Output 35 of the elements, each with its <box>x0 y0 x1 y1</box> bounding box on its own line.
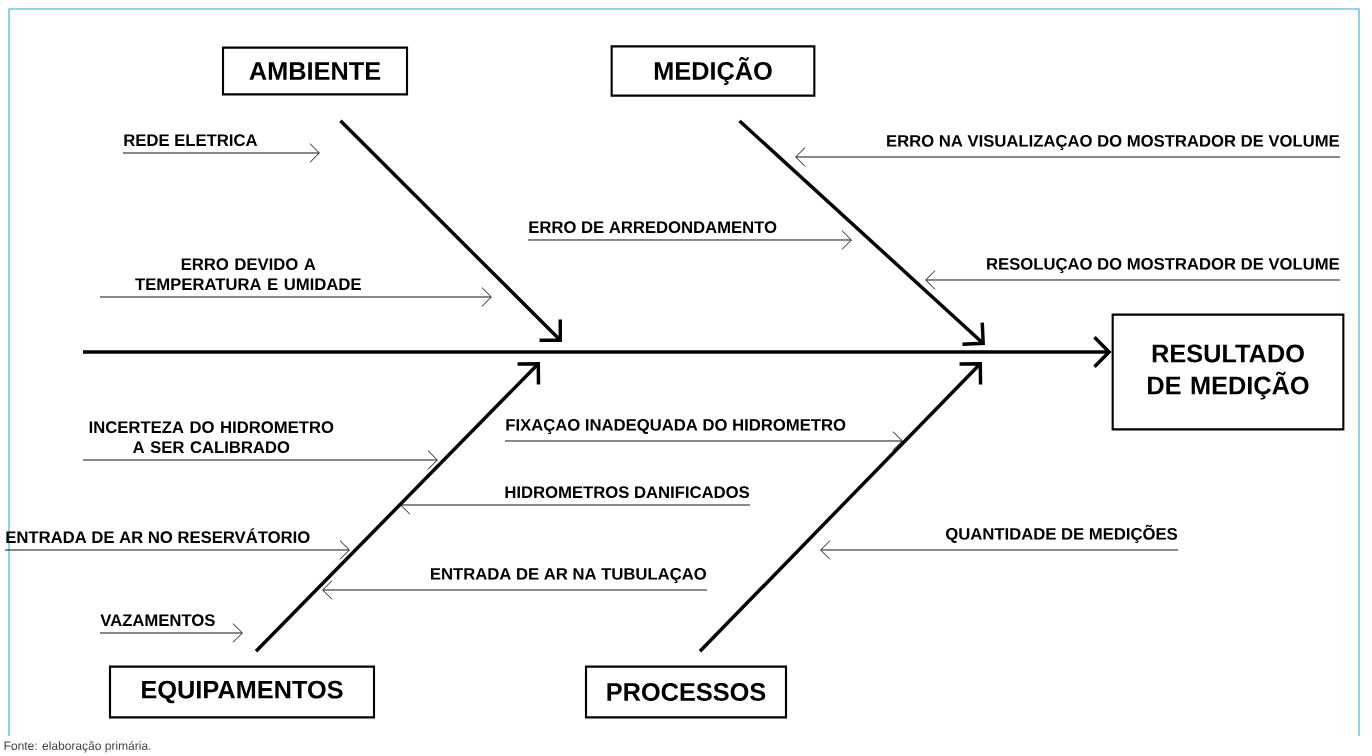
cause-label: VAZAMENTOS <box>100 614 215 627</box>
bone-arrow <box>698 362 983 653</box>
cause-label: FIXAÇAO INADEQUADA DO HIDROMETRO <box>506 419 846 435</box>
caption: Fonte: elaboração primária. <box>4 741 151 753</box>
bone-arrow <box>738 119 985 347</box>
bone-arrow <box>339 119 562 342</box>
cause-arrow <box>4 540 350 560</box>
cause-arrow <box>99 287 492 307</box>
bone-arrow <box>254 362 541 653</box>
cause-arrow <box>504 431 903 451</box>
cause-label: QUANTIDADE DE MEDIÇÕES <box>946 524 1178 544</box>
cause-arrow <box>82 450 438 470</box>
cause-arrow <box>925 270 1341 290</box>
category-box: PROCESSOS <box>584 665 788 719</box>
cause-label: ERRO DEVIDO A TEMPERATURA E UMIDADE <box>135 258 361 291</box>
cause-label: ERRO NA VISUALIZAÇAO DO MOSTRADOR DE VOLUME <box>887 135 1340 151</box>
cause-arrow <box>99 623 243 643</box>
cause-label: ENTRADA DE AR NA TUBULAÇAO <box>431 568 706 584</box>
cause-arrow <box>322 580 708 600</box>
category-box: MEDIÇÃO <box>610 45 816 97</box>
spine-arrow <box>83 336 1112 368</box>
category-box: EQUIPAMENTOS <box>108 665 376 719</box>
cause-label: ERRO DE ARREDONDAMENTO <box>529 221 777 234</box>
category-box: RESULTADO DE MEDIÇÃO <box>1111 313 1345 431</box>
cause-arrow <box>527 230 852 250</box>
cause-arrow <box>820 540 1179 560</box>
cause-arrow <box>122 143 320 163</box>
cause-arrow <box>795 147 1341 167</box>
cause-label: RESOLUÇAO DO MOSTRADOR DE VOLUME <box>987 258 1340 274</box>
cause-arrow <box>400 495 751 515</box>
category-box: AMBIENTE <box>221 46 409 96</box>
cause-label: ENTRADA DE AR NO RESERVÁTORIO <box>6 528 310 544</box>
cause-label: REDE ELETRICA <box>124 134 258 147</box>
cause-label: INCERTEZA DO HIDROMETRO A SER CALIBRADO <box>89 421 334 454</box>
cause-label: HIDROMETROS DANIFICADOS <box>505 486 750 499</box>
